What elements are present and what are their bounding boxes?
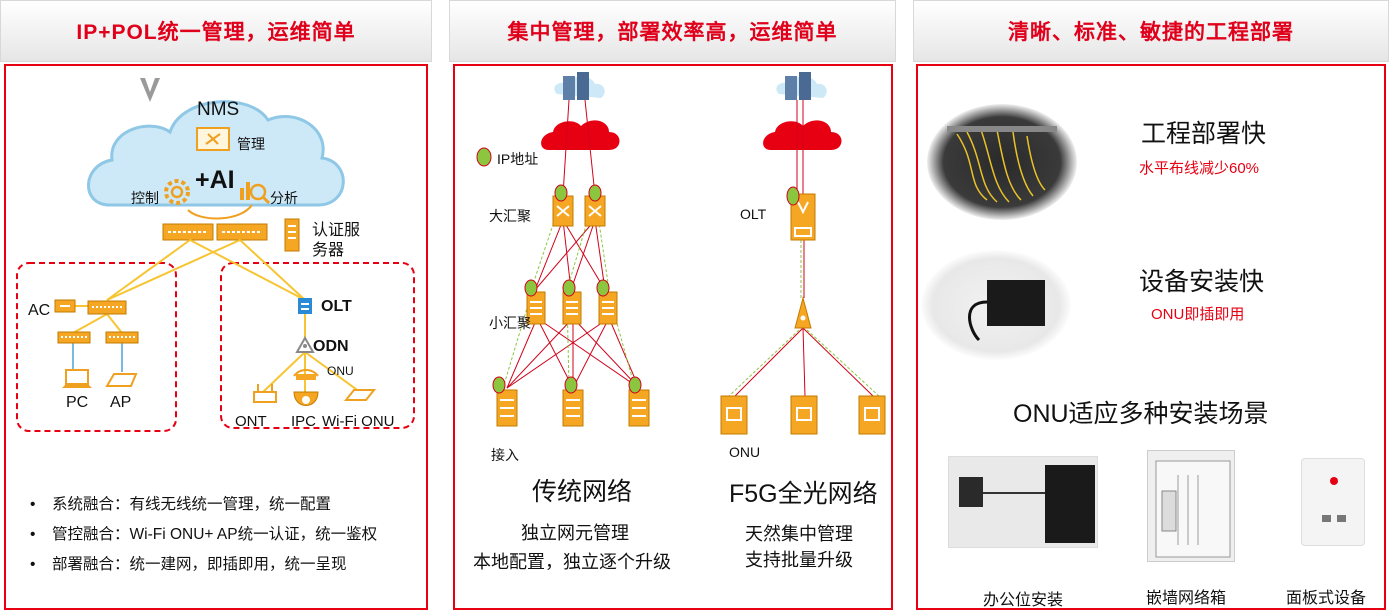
wall-box-photo	[1147, 450, 1235, 562]
nms-label: NMS	[197, 99, 240, 120]
traditional-network-title: 传统网络	[532, 478, 633, 506]
small-agg-label: 小汇聚	[489, 315, 531, 331]
olt-f5g-label: OLT	[740, 206, 767, 222]
ip-cloud-traditional	[541, 120, 620, 150]
ipc-camera-icon	[293, 391, 319, 406]
access-switch-1	[496, 389, 518, 427]
caption-wall-box: 嵌墙网络箱	[1146, 590, 1227, 607]
bullet-item: 管控融合：Wi-Fi ONU+ AP统一认证，统一鉴权	[30, 520, 377, 550]
panel-centralized: 集中管理，部署效率高，运维简单	[449, 0, 896, 614]
pc-label: PC	[66, 394, 89, 411]
panel1-bullets: 系统融合：有线无线统一管理，统一配置 管控融合：Wi-Fi ONU+ AP统一认…	[30, 490, 377, 580]
access-switch-right	[105, 331, 139, 344]
ai-label: +AI	[195, 166, 235, 194]
onu-f5g-3	[858, 395, 886, 435]
onu-install-photo	[921, 250, 1071, 360]
olt-label: OLT	[321, 298, 352, 315]
nms-server-f5g-icon	[776, 72, 827, 100]
caption-panel-device: 面板式设备	[1286, 590, 1367, 607]
ip-cloud-f5g	[763, 120, 842, 150]
ip-address-legend-icon	[476, 147, 492, 167]
panel1-title: IP+POL统一管理，运维简单	[0, 0, 432, 62]
manage-label: 管理	[237, 136, 265, 152]
analysis-label: 分析	[270, 190, 298, 206]
panel3-title: 清晰、标准、敏捷的工程部署	[913, 0, 1389, 62]
ipc-label: IPC	[291, 413, 317, 430]
fast-install-title: 设备安装快	[1139, 268, 1265, 296]
access-switch-3	[628, 389, 650, 427]
f5g-desc-1: 天然集中管理	[745, 524, 853, 544]
fast-engineering-sub: 水平布线减少60%	[1139, 160, 1260, 177]
access-switch-2	[562, 389, 584, 427]
ont-icon	[253, 384, 277, 403]
core-agg-label: 大汇聚	[489, 208, 531, 224]
analysis-icon	[240, 182, 271, 205]
logo-chevron-icon	[140, 78, 160, 102]
wifi-onu-label: Wi-Fi ONU	[322, 413, 395, 430]
f5g-desc-2: 支持批量升级	[745, 550, 853, 570]
scenarios-title: ONU适应多种安装场景	[1013, 400, 1269, 428]
ac-label: AC	[28, 302, 51, 319]
splitter-icon	[794, 296, 812, 329]
olt-icon	[298, 298, 312, 314]
ap-icon	[105, 373, 138, 387]
auth-server-icon	[284, 218, 300, 252]
panel-device-photo	[1301, 458, 1365, 546]
traditional-desc-1: 独立网元管理	[521, 523, 629, 543]
network-comparison-diagram	[476, 72, 886, 435]
panel2-frame	[453, 64, 893, 610]
access-switch-left	[57, 331, 91, 344]
traditional-desc-2: 本地配置，独立逐个升级	[473, 552, 671, 572]
gear-icon	[164, 179, 190, 205]
control-label: 控制	[131, 190, 159, 206]
pol-group	[220, 262, 415, 429]
nms-server-icon	[554, 72, 605, 100]
auth-server-label-1: 认证服	[312, 222, 361, 239]
access-switch	[87, 300, 127, 315]
ip-address-label: IP地址	[497, 151, 539, 167]
wlan-group	[16, 262, 177, 432]
auth-server-label-2: 务器	[312, 242, 345, 259]
wifi-onu-icon	[343, 389, 377, 401]
bullet-item: 部署融合：统一建网，即插即用，统一呈现	[30, 550, 377, 580]
odn-splitter-icon	[295, 335, 315, 353]
caption-desk-install: 办公位安装	[983, 592, 1064, 609]
panel-engineering: 清晰、标准、敏捷的工程部署 工程部署快 水平布线减少60% 设备安装快 ONU即…	[913, 0, 1389, 614]
laptop-icon	[62, 369, 92, 388]
panel2-title: 集中管理，部署效率高，运维简单	[449, 0, 896, 62]
panel-ip-pol: IP+POL统一管理，运维简单	[0, 0, 432, 614]
onu-icon	[293, 369, 319, 380]
onu-f5g-label: ONU	[729, 444, 761, 460]
ap-label: AP	[110, 394, 132, 411]
f5g-network-title: F5G全光网络	[729, 480, 878, 508]
fast-engineering-title: 工程部署快	[1141, 120, 1267, 148]
core-switch-1	[162, 223, 214, 241]
small-agg-switch-1	[526, 291, 546, 325]
small-agg-switch-2	[562, 291, 582, 325]
access-label: 接入	[491, 447, 519, 463]
fast-install-sub: ONU即插即用	[1151, 306, 1245, 323]
bullet-item: 系统融合：有线无线统一管理，统一配置	[30, 490, 377, 520]
onu-f5g-2	[790, 395, 818, 435]
desk-install-photo	[948, 456, 1098, 548]
fiber-rack-photo	[927, 104, 1077, 220]
ac-icon	[54, 299, 76, 313]
onu-label: ONU	[327, 364, 354, 378]
ont-label: ONT	[235, 413, 267, 430]
odn-label: ODN	[313, 338, 349, 355]
core-switch-2	[216, 223, 268, 241]
small-agg-switch-3	[598, 291, 618, 325]
ip-pol-diagram	[16, 78, 415, 432]
onu-f5g-1	[720, 395, 748, 435]
nms-cloud	[87, 100, 345, 207]
